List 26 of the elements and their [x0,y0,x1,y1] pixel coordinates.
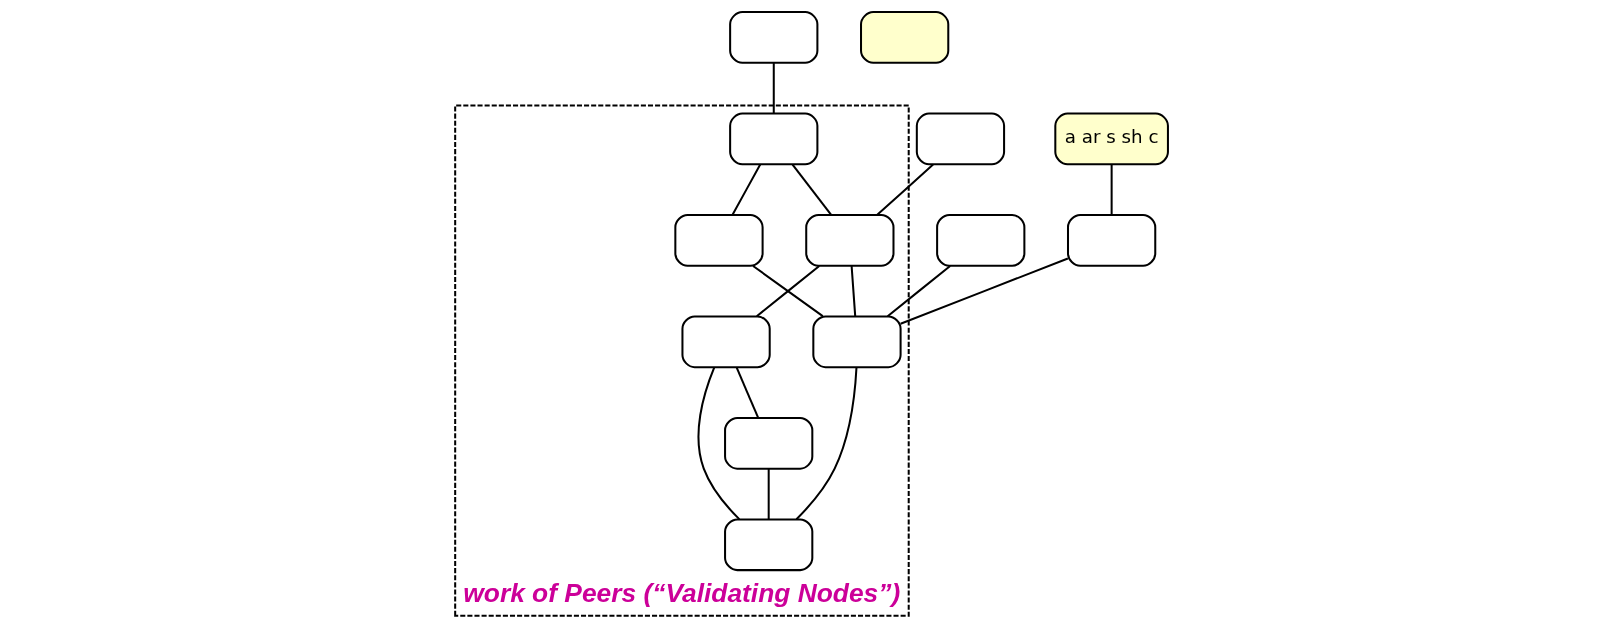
node-box [723,416,813,470]
connector [791,163,832,216]
node-box [915,112,1005,166]
node-box [680,315,771,369]
connector [850,265,856,317]
cluster: work of Peers (“Validating Nodes”) [453,104,910,617]
node-box [673,214,764,267]
connector [735,367,759,419]
node-box [728,11,818,64]
connector [767,468,770,520]
connector [899,257,1068,325]
connector [886,265,951,317]
node-box [811,315,902,369]
connector [731,164,761,216]
connector [697,367,740,520]
connector [876,163,934,216]
node-box [859,11,949,64]
node-box [723,518,813,572]
node-box: a ar s sh c [1053,112,1169,166]
connector [772,63,775,114]
connector [1110,164,1113,215]
node-box [804,214,894,267]
node-box [1066,214,1156,267]
node-box [728,112,818,166]
node-box [935,214,1025,267]
connector [795,367,857,520]
